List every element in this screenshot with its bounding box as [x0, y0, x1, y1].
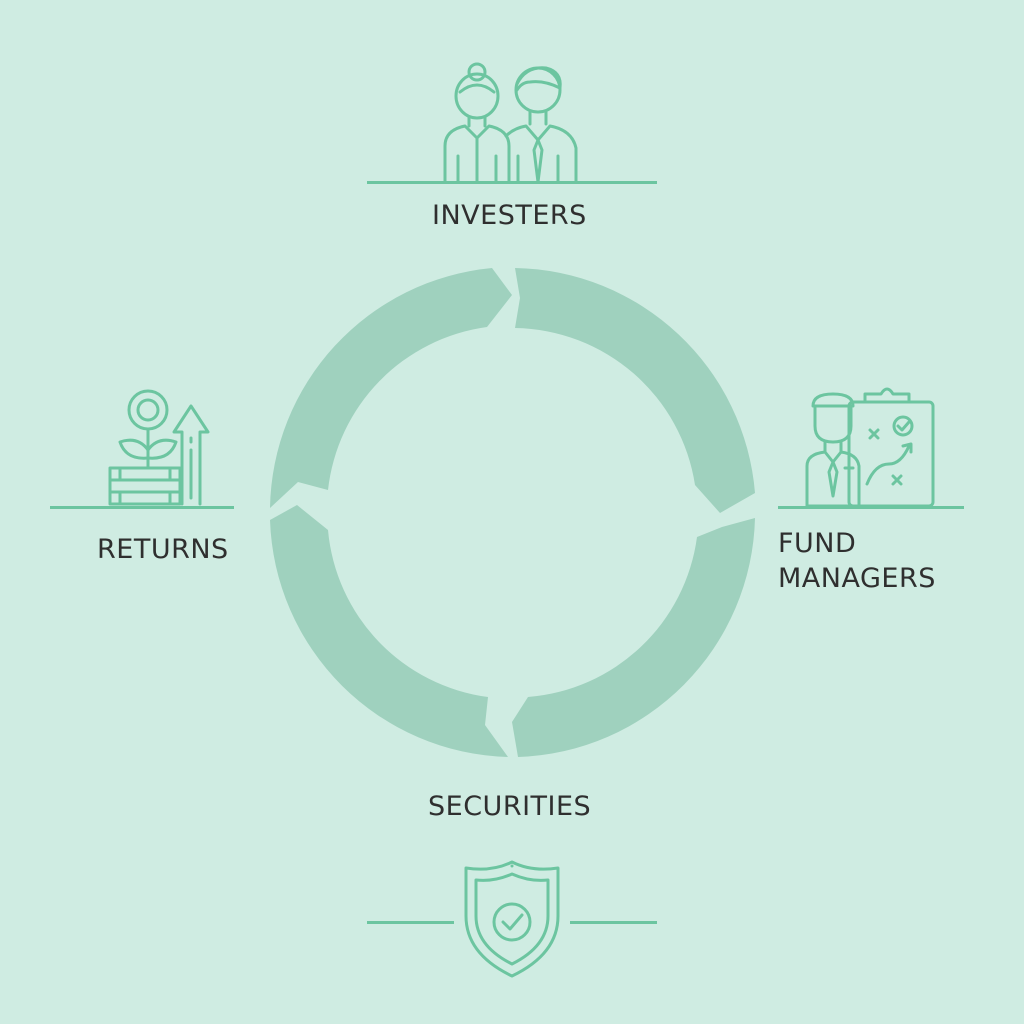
investers-baseline [367, 181, 657, 184]
cycle-segment-securities-to-returns [270, 505, 508, 757]
cycle-segment-fund-managers-to-securities [512, 518, 755, 757]
cycle-segment-returns-to-investers [270, 268, 512, 508]
returns-baseline [50, 506, 234, 509]
security-shield-check-icon [454, 860, 570, 978]
node-label-fund-line1: FUND [778, 528, 857, 559]
growth-plant-coins-icon [108, 389, 210, 506]
node-label-fund-line2: MANAGERS [778, 563, 936, 594]
cycle-segment-investers-to-fund-managers [515, 268, 755, 513]
node-label-returns: RETURNS [97, 534, 229, 565]
fund-manager-strategy-icon [805, 387, 935, 508]
investors-couple-icon [443, 62, 578, 184]
node-label-securities: SECURITIES [428, 791, 592, 822]
node-label-investers: INVESTERS [432, 200, 587, 231]
